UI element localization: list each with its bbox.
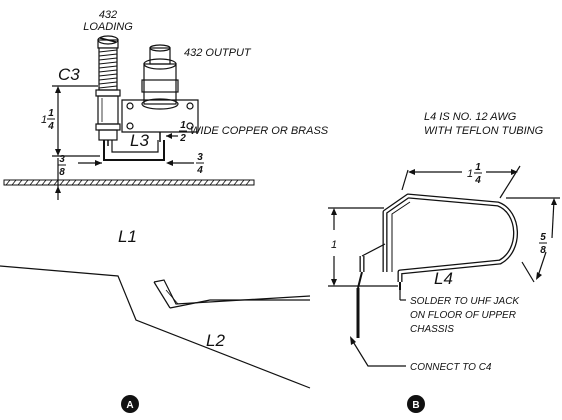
loading-number: 432 — [99, 9, 117, 21]
badge-b — [407, 395, 425, 413]
dimension-top-1-1-4 — [401, 165, 521, 199]
connect-arrow — [350, 336, 356, 345]
dim-1-1-4-whole: 1 — [41, 114, 47, 126]
l2-label: L2 — [206, 331, 225, 350]
loading-capacitor-c3 — [95, 35, 121, 146]
connect-leader — [351, 339, 406, 367]
l3-strip-inner-edge — [111, 140, 159, 153]
l4-label: L4 — [434, 269, 453, 288]
dim-3-8-numerator: 3 — [59, 154, 65, 165]
loading-label: LOADING — [83, 21, 133, 33]
dim-3-4-numerator: 3 — [197, 152, 203, 163]
panel-b: L4 IS NO. 12 AWG WITH TEFLON TUBING 1 1 … — [328, 111, 560, 413]
lower-chassis-outline — [0, 265, 311, 389]
dim-height-value: 1 — [331, 239, 337, 251]
dim-3-8-denominator: 8 — [59, 167, 65, 178]
strip-note-arrow — [166, 133, 172, 139]
dimension-1-1-4-vertical — [52, 85, 100, 157]
dim-top-numerator: 1 — [475, 162, 481, 173]
solder-line1: SOLDER TO UHF JACK — [410, 296, 520, 307]
badge-b-letter: B — [412, 400, 419, 411]
output-label: 432 OUTPUT — [184, 47, 252, 59]
connect-label: CONNECT TO C4 — [410, 362, 492, 373]
dim-side-numerator: 5 — [540, 232, 546, 243]
l4-coil — [356, 193, 518, 338]
dimension-side-5-8 — [506, 197, 560, 283]
l1-label: L1 — [118, 227, 137, 246]
badge-a — [121, 395, 139, 413]
strip-width-label: WIDE COPPER OR BRASS — [190, 125, 329, 137]
dimension-height-1 — [328, 207, 398, 287]
dim-1-1-4-denominator: 4 — [47, 121, 54, 132]
dim-1-1-4-numerator: 1 — [48, 108, 54, 119]
l3-label: L3 — [130, 131, 149, 150]
output-connector — [121, 44, 199, 142]
panel-a: 432 LOADING 432 OUTPUT C3 1 1 4 L3 1 2 W… — [0, 9, 329, 413]
strip-width-denominator: 2 — [179, 133, 186, 144]
c3-label: C3 — [58, 65, 80, 84]
upper-chassis-shelf — [3, 179, 255, 186]
dimension-3-4 — [166, 160, 194, 166]
l3-copper-strip — [103, 140, 165, 161]
strip-width-numerator: 1 — [180, 120, 186, 131]
dim-3-4-denominator: 4 — [196, 165, 203, 176]
badge-a-letter: A — [126, 400, 133, 411]
l4-note-line1: L4 IS NO. 12 AWG — [424, 111, 517, 123]
dim-side-denominator: 8 — [540, 245, 546, 256]
dim-top-whole: 1 — [467, 168, 473, 180]
solder-line3: CHASSIS — [410, 324, 454, 335]
solder-line2: ON FLOOR OF UPPER — [410, 310, 516, 321]
dim-top-denominator: 4 — [474, 175, 481, 186]
l4-note-line2: WITH TEFLON TUBING — [424, 125, 544, 137]
